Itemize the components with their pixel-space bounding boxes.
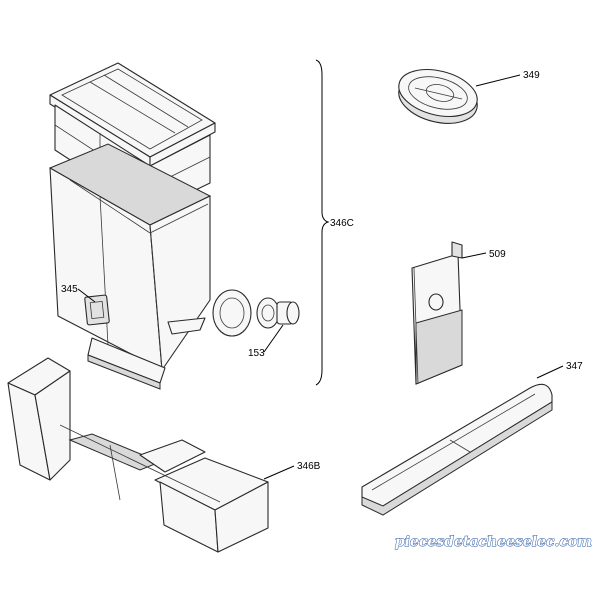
plate-509-part bbox=[411, 241, 463, 385]
reservoir-body-part bbox=[48, 143, 212, 371]
callout-347: 347 bbox=[566, 361, 583, 372]
callout-346c: 346C bbox=[330, 218, 354, 229]
latch-part bbox=[84, 294, 110, 326]
seal-ring-part bbox=[212, 289, 300, 337]
rail-part bbox=[87, 337, 166, 390]
callout-153: 153 bbox=[248, 348, 265, 359]
base-part bbox=[7, 357, 269, 553]
watermark-text: piecesdetacheeselec.com bbox=[395, 534, 592, 550]
callout-346b: 346B bbox=[297, 461, 321, 472]
leader-lines bbox=[77, 74, 564, 480]
callout-349: 349 bbox=[523, 70, 540, 81]
lid-349-part bbox=[398, 69, 478, 124]
assembly-bracket bbox=[315, 59, 330, 386]
callout-345: 345 bbox=[61, 284, 78, 295]
tray-347-part bbox=[361, 383, 553, 516]
callout-509: 509 bbox=[489, 249, 506, 260]
